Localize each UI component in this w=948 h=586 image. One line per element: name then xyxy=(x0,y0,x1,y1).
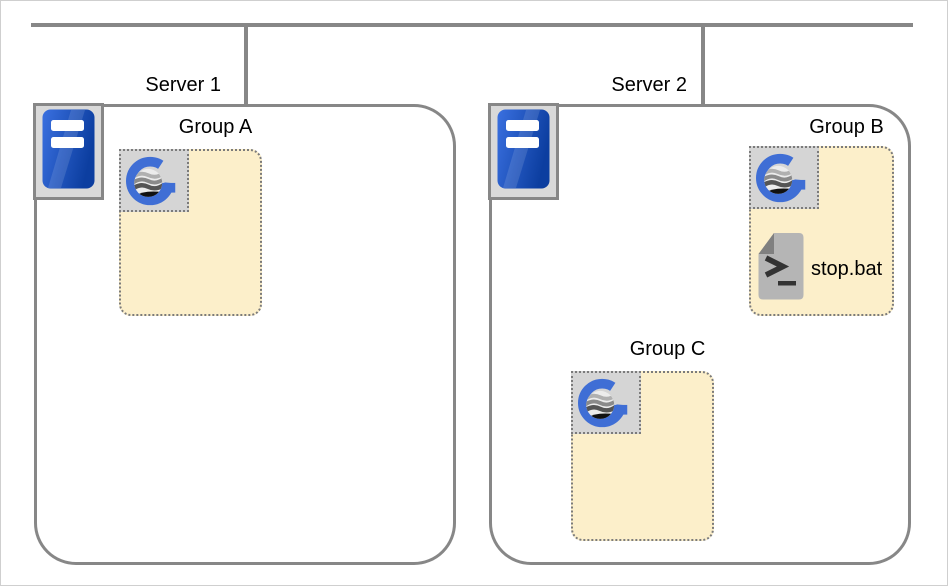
script-file-label: stop.bat xyxy=(811,258,883,280)
groupA-label: Group A xyxy=(178,116,253,138)
groupC-label: Group C xyxy=(629,338,706,360)
server1-plaque xyxy=(33,103,104,200)
g-globe-logo-icon xyxy=(571,371,641,434)
server-tower-icon xyxy=(496,108,551,195)
server2-label: Server 2 xyxy=(611,74,687,96)
g-globe-logo-icon xyxy=(749,146,819,209)
terminal-script-file-icon xyxy=(757,232,805,301)
server1-connector-line xyxy=(244,23,248,107)
server2-connector-line xyxy=(701,23,705,107)
network-bus-line xyxy=(31,23,913,27)
groupB-label: Group B xyxy=(809,116,884,138)
server1-label: Server 1 xyxy=(145,74,221,96)
server2-plaque xyxy=(488,103,559,200)
server-tower-icon xyxy=(41,108,96,195)
g-globe-logo-icon xyxy=(119,149,189,212)
